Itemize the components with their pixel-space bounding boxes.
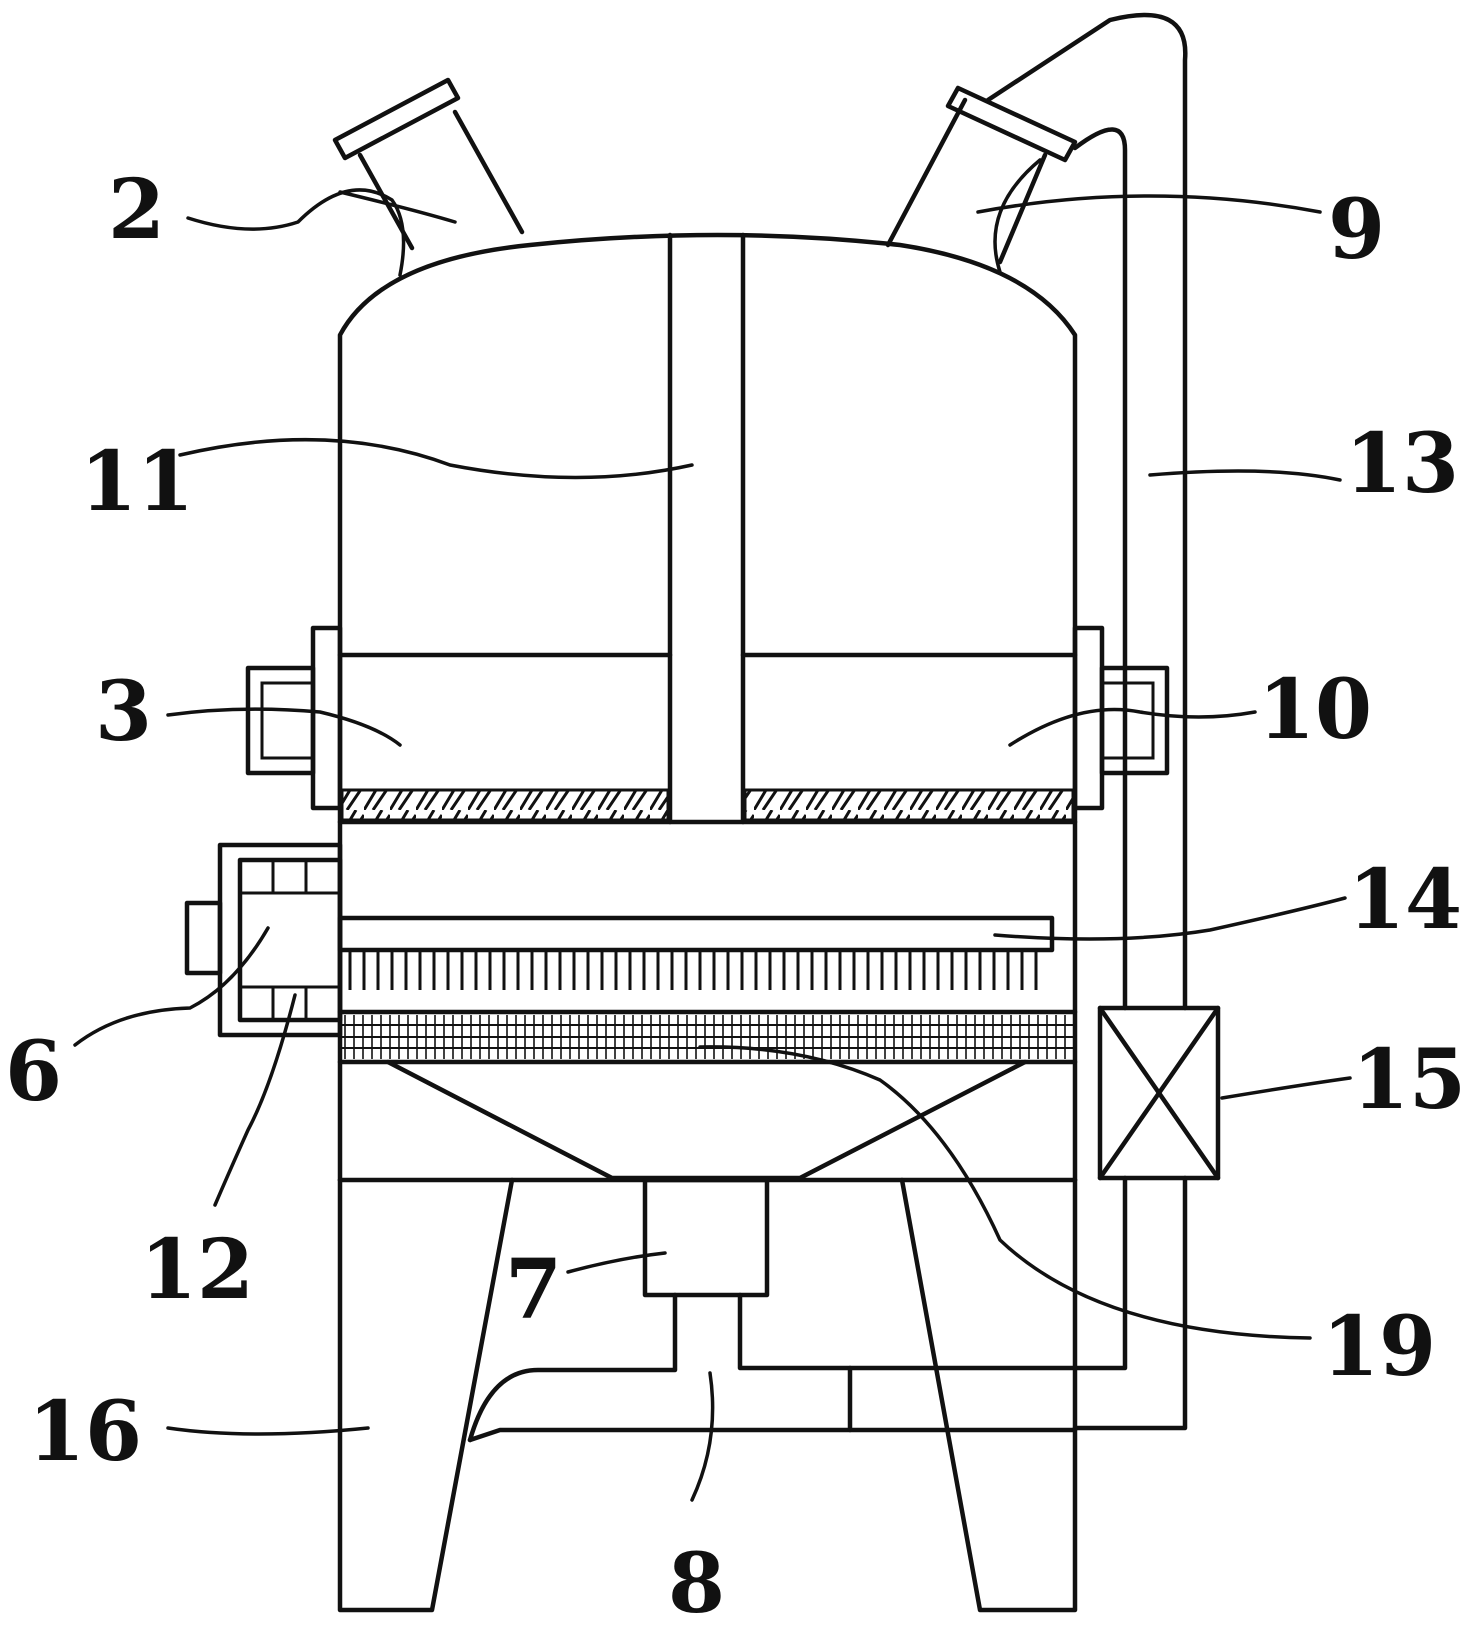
callout-7: 7	[505, 1242, 562, 1338]
callout-16: 16	[28, 1384, 142, 1480]
callout-11: 11	[80, 434, 194, 530]
hopper	[385, 1059, 1028, 1181]
tank-body	[337, 232, 1078, 1183]
feed-inlet-right	[885, 85, 1078, 265]
support-legs	[337, 1177, 1078, 1613]
clamp-left	[245, 625, 343, 811]
callout-labels: 2 9 11 13 3 10 14 6 15 12 7 19 16 8	[5, 162, 1466, 1631]
leader-lines	[73, 158, 1352, 1502]
screen-mesh	[337, 1009, 1078, 1065]
callout-15: 15	[1352, 1032, 1466, 1128]
callout-12: 12	[140, 1222, 254, 1318]
central-shaft	[667, 232, 746, 825]
motor-assembly	[184, 842, 343, 1038]
callout-19: 19	[1322, 1299, 1436, 1395]
filter-plate	[340, 788, 1075, 822]
outlet-pipe	[467, 1292, 1078, 1443]
callout-9: 9	[1328, 182, 1385, 278]
callout-13: 13	[1345, 416, 1459, 512]
callout-8: 8	[668, 1536, 725, 1626]
brush-bar	[337, 915, 1055, 990]
return-pipe	[985, 12, 1188, 1431]
callout-10: 10	[1258, 662, 1372, 758]
valve	[1097, 1005, 1221, 1181]
feed-inlet-left	[332, 77, 525, 251]
clamp-right	[1072, 625, 1170, 811]
callout-2: 2	[108, 162, 165, 258]
callout-3: 3	[95, 664, 152, 760]
callout-14: 14	[1348, 852, 1462, 948]
mixing-chamber	[337, 652, 1078, 825]
callout-6: 6	[5, 1024, 62, 1120]
outlet-box	[642, 1177, 770, 1298]
